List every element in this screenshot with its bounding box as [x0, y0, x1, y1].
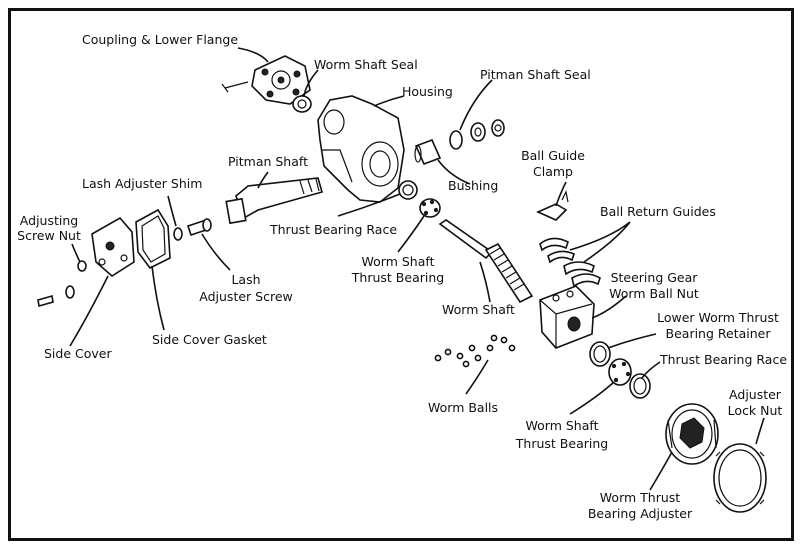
worm-shaft-thrust-bearing-lower-part	[608, 358, 632, 386]
worm-shaft-part	[438, 219, 534, 304]
thrust-bearing-race-lower-part	[629, 373, 651, 399]
label-side-cover: Side Cover	[44, 346, 112, 361]
label-worm-thrust-bearing-adjuster-line1: Worm Thrust	[599, 490, 681, 505]
ball-return-guides-part	[539, 237, 601, 288]
label-steering-gear-worm-ball-nut-line1: Steering Gear	[610, 270, 698, 285]
label-lower-worm-thrust-line1: Lower Worm Thrust	[657, 310, 779, 325]
label-coupling-lower-flange: Coupling & Lower Flange	[82, 32, 239, 47]
worm-shaft-seal-part	[292, 95, 312, 113]
worm-thrust-bearing-adjuster-part	[665, 403, 719, 465]
ball-guide-clamp-part	[536, 190, 569, 221]
label-worm-shaft-thrust-bearing-upper-line2: Thrust Bearing	[351, 270, 445, 285]
label-ball-guide-clamp-line1: Ball Guide	[521, 148, 585, 163]
label-worm-balls: Worm Balls	[428, 400, 499, 415]
label-adjusting-screw-nut-line2: Screw Nut	[17, 228, 81, 243]
label-worm-shaft-thrust-bearing-upper-line1: Worm Shaft	[361, 254, 435, 269]
label-housing: Housing	[402, 84, 453, 99]
adjusting-screw-nut-part	[77, 260, 87, 272]
adjuster-lock-nut-part	[713, 443, 767, 513]
label-thrust-bearing-race-upper: Thrust Bearing Race	[270, 222, 398, 237]
pitman-shaft-part	[225, 177, 323, 225]
label-pitman-shaft: Pitman Shaft	[228, 154, 308, 169]
worm-balls-part	[434, 334, 516, 368]
label-worm-thrust-bearing-adjuster-line2: Bearing Adjuster	[587, 506, 693, 521]
side-cover-gasket-part	[135, 208, 171, 270]
steering-gear-worm-ball-nut-part	[539, 285, 595, 349]
label-steering-gear-worm-ball-nut-line2: Worm Ball Nut	[609, 286, 699, 301]
coupling-lower-flange-part	[221, 55, 311, 105]
label-worm-shaft-thrust-bearing-lower-line1: Worm Shaft	[525, 418, 599, 433]
bushing-part	[414, 138, 442, 166]
side-cover-part	[91, 216, 135, 277]
worm-shaft-thrust-bearing-upper-part	[419, 198, 441, 218]
label-thrust-bearing-race-lower: Thrust Bearing Race	[660, 352, 788, 367]
pitman-shaft-seal-part	[449, 119, 505, 150]
housing-part	[317, 95, 405, 203]
label-bushing: Bushing	[448, 178, 499, 193]
side-cover-bolt-part	[37, 285, 75, 308]
leader-lines	[69, 47, 765, 491]
thrust-bearing-race-upper-part	[398, 180, 418, 200]
lower-worm-thrust-bearing-retainer-part	[589, 341, 611, 367]
label-adjuster-lock-nut-line2: Lock Nut	[727, 403, 783, 418]
diagram-border	[8, 8, 794, 541]
label-worm-shaft: Worm Shaft	[442, 302, 515, 317]
label-lash-adjuster-screw-line1: Lash	[231, 272, 261, 287]
label-ball-return-guides: Ball Return Guides	[600, 204, 716, 219]
label-lash-adjuster-screw-line2: Adjuster Screw	[199, 289, 293, 304]
label-ball-guide-clamp-line2: Clamp	[533, 164, 573, 179]
label-worm-shaft-thrust-bearing-lower-line2: Thrust Bearing	[515, 436, 609, 451]
lash-adjuster-screw-part	[186, 218, 212, 237]
label-worm-shaft-seal: Worm Shaft Seal	[314, 57, 418, 72]
label-lower-worm-thrust-line2: Bearing Retainer	[665, 326, 771, 341]
label-side-cover-gasket: Side Cover Gasket	[152, 332, 267, 347]
label-lash-adjuster-shim: Lash Adjuster Shim	[82, 176, 203, 191]
label-adjusting-screw-nut-line1: Adjusting	[19, 213, 79, 228]
lash-adjuster-shim-part	[173, 227, 183, 241]
label-adjuster-lock-nut-line1: Adjuster	[729, 387, 781, 402]
label-pitman-shaft-seal: Pitman Shaft Seal	[480, 67, 591, 82]
